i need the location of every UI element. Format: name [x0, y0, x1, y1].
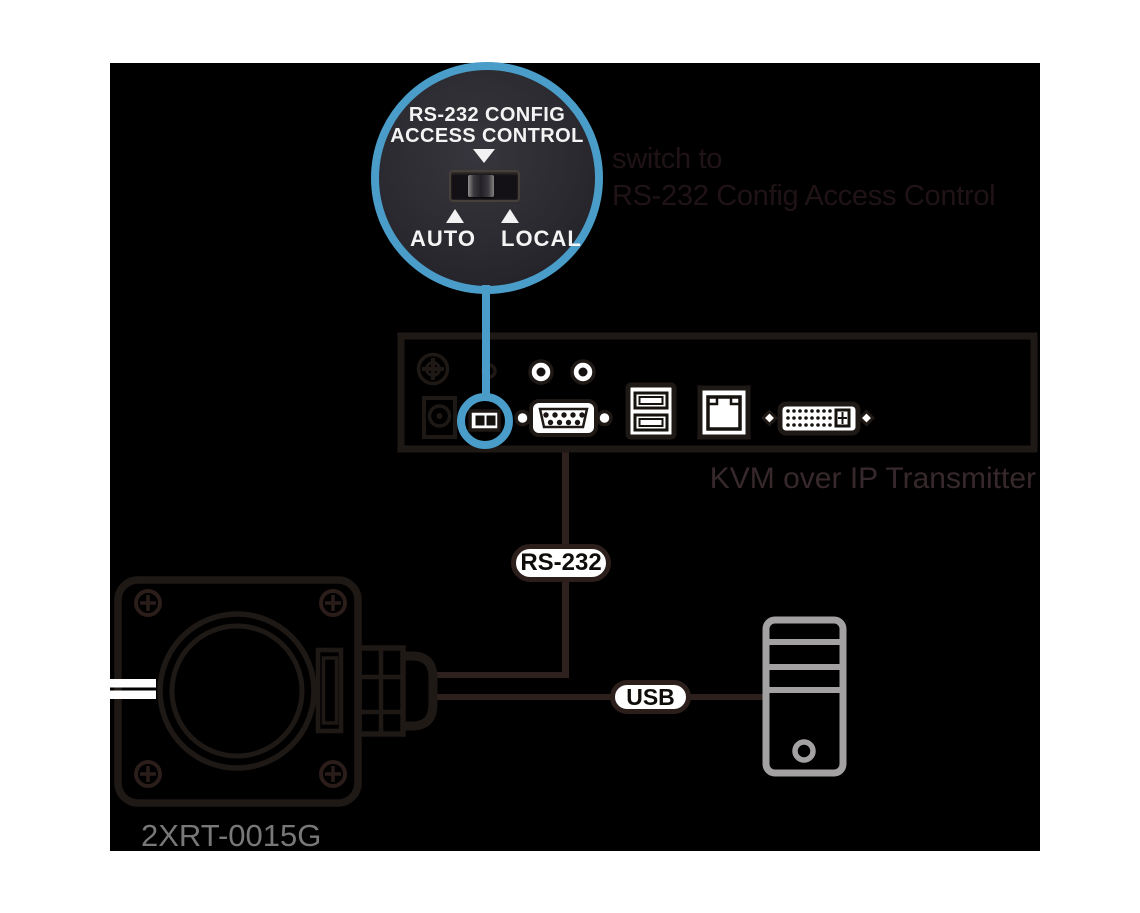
- switch-title-line1: RS-232 CONFIG: [408, 104, 566, 126]
- serial-db9-port-icon: [514, 399, 613, 437]
- usb-cable-label: USB: [610, 680, 691, 714]
- camera-lens: [157, 611, 317, 771]
- computer-tower: [762, 616, 847, 777]
- camera-device: [108, 576, 438, 807]
- dvi-port-icon: [760, 401, 876, 436]
- panel-frame: [397, 332, 1038, 453]
- slide-switch: [449, 170, 520, 202]
- dc-power-jack-icon: [422, 396, 457, 439]
- up-arrow-local-icon: [501, 209, 519, 223]
- annotation-text: switch to RS-232 Config Access Control: [612, 141, 996, 215]
- up-arrow-auto-icon: [446, 209, 464, 223]
- audio-jack-icons: [528, 359, 596, 385]
- camera-screw-icons: [134, 589, 347, 788]
- grounding-terminal-icon: [416, 352, 450, 386]
- switch-title-line2: ACCESS CONTROL: [390, 125, 584, 147]
- usb-cable: [430, 694, 766, 700]
- annotation-line1: switch to: [612, 143, 723, 175]
- switch-position-auto: AUTO: [410, 226, 476, 251]
- switch-position-local: LOCAL: [501, 226, 582, 251]
- camera-cable-gland: [356, 645, 438, 737]
- camera-model-label: 2XRT-0015G: [141, 818, 322, 853]
- rs232-cable-horizontal: [430, 672, 569, 678]
- callout-pointer-line: [482, 285, 490, 395]
- camera-flat-cable: [108, 679, 156, 699]
- annotation-line2: RS-232 Config Access Control: [612, 180, 996, 212]
- lens-clamp-tab: [315, 647, 344, 734]
- callout-pointer-ring: [457, 393, 513, 449]
- rs232-cable-label: RS-232: [511, 544, 611, 582]
- slide-switch-knob: [468, 175, 494, 197]
- usb-ports-icon: [625, 382, 677, 440]
- tower-power-button-icon: [792, 739, 816, 763]
- transmitter-label: KVM over IP Transmitter: [709, 462, 1036, 495]
- down-arrow-icon: [473, 149, 495, 163]
- tower-body: [762, 616, 847, 777]
- ethernet-port-icon: [697, 385, 751, 440]
